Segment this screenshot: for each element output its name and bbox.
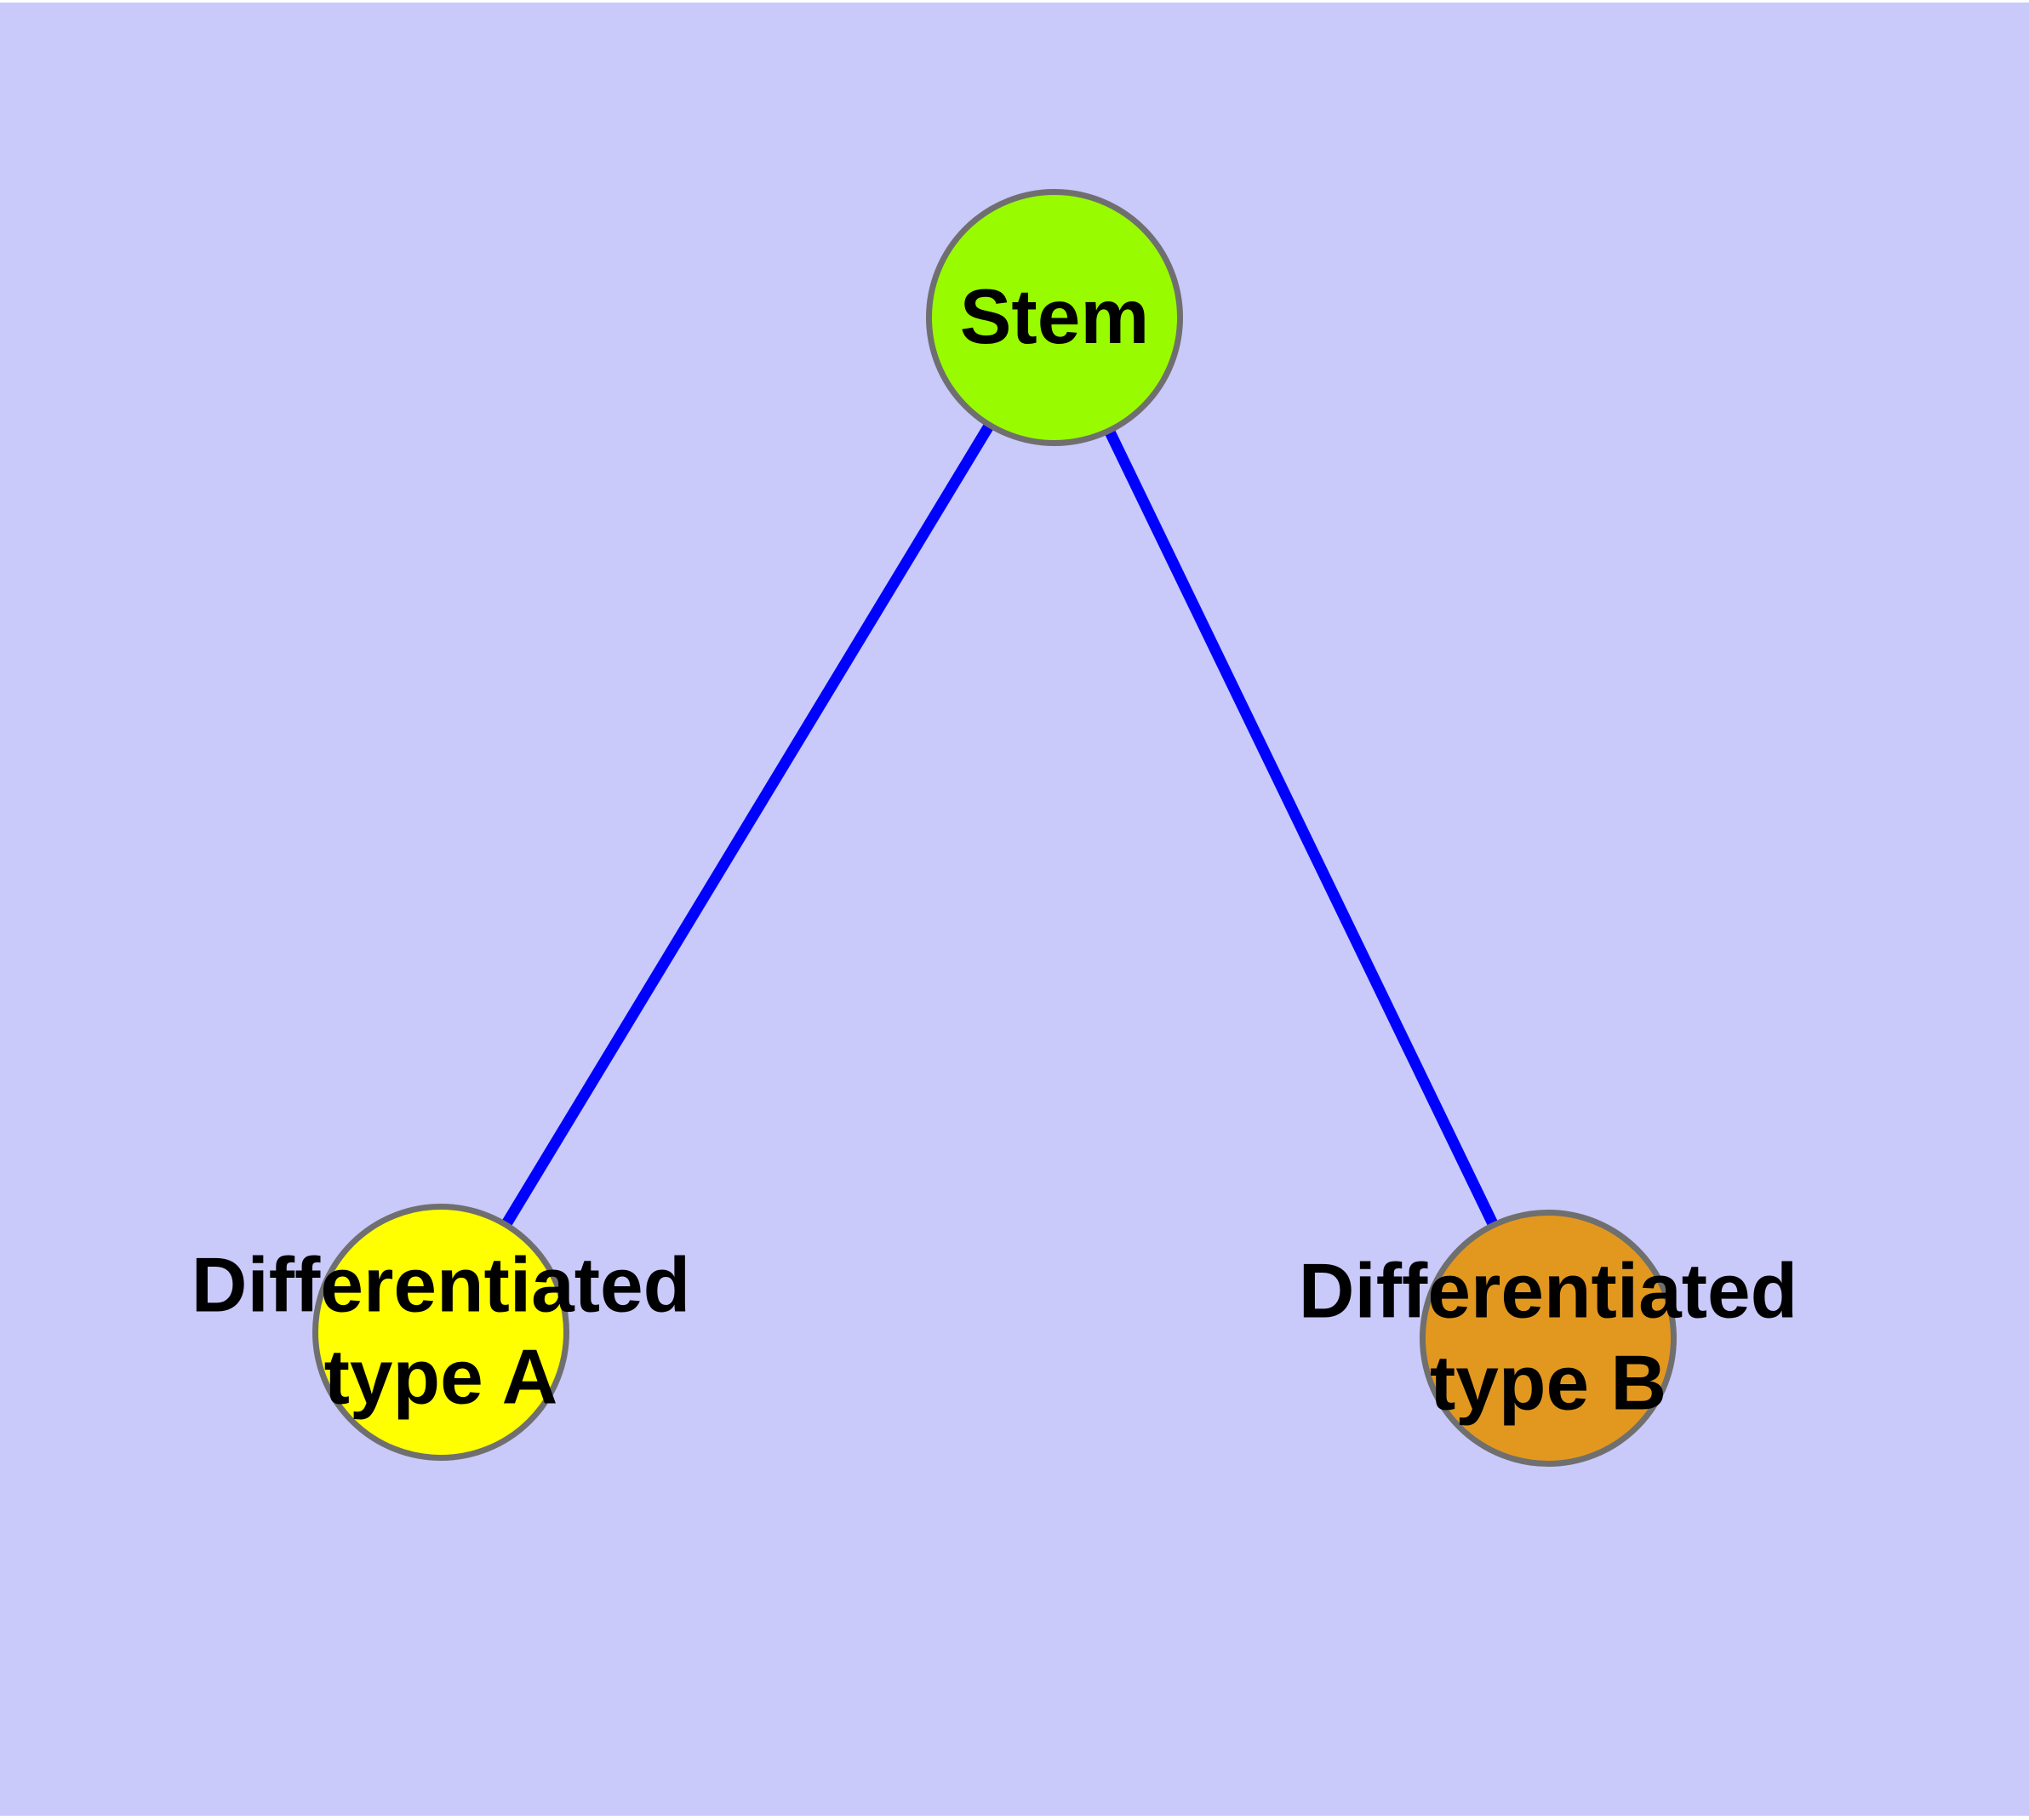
node-differentiated-type-b (1420, 1210, 1677, 1467)
edge-stem-to-differentiated-type-a (436, 314, 1060, 1336)
bottom-page-margin (0, 1816, 2029, 1820)
top-page-margin (0, 0, 2029, 3)
node-stem (926, 189, 1183, 446)
edge-stem-to-differentiated-type-b (1049, 315, 1553, 1341)
node-differentiated-type-a (312, 1204, 569, 1461)
